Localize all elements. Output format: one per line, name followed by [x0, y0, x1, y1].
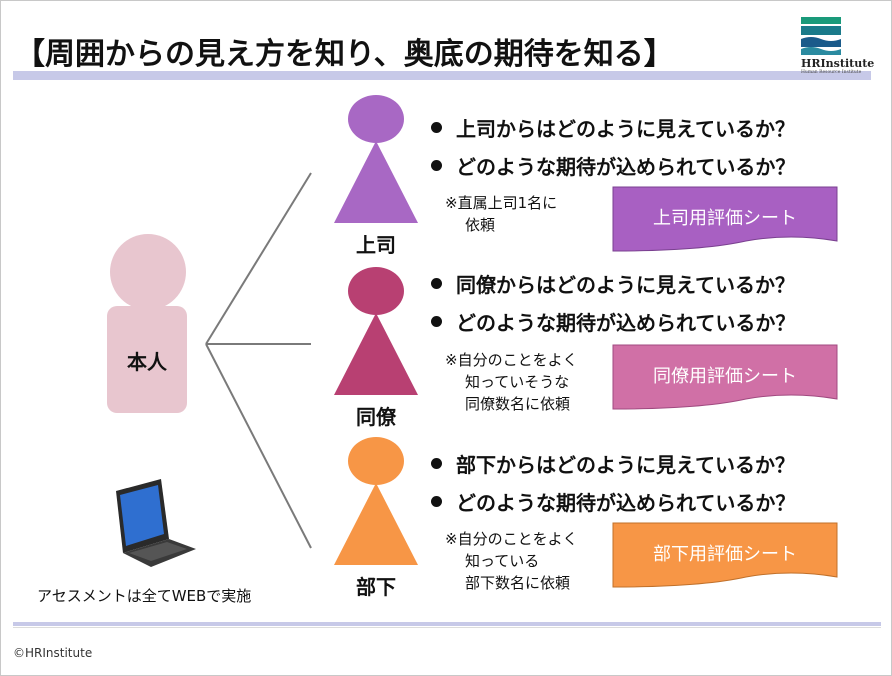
- boss-sheet-label: 上司用評価シート: [653, 208, 797, 229]
- self-label: 本人: [127, 350, 167, 374]
- sub-body-icon: [334, 483, 418, 565]
- role-label-peer: 同僚: [356, 405, 396, 429]
- boss-bullet-2: どのような期待が込められているか？: [431, 151, 795, 180]
- sub-note: ※自分のことをよく 知っている 部下数名に依頼: [445, 530, 578, 592]
- peer-sheet-label: 同僚用評価シート: [653, 366, 797, 387]
- footer-bar: [13, 622, 881, 626]
- connector-boss: [205, 172, 312, 345]
- peer-sheet-shape: [612, 344, 838, 410]
- boss-bullet-1: 上司からはどのように見えているか？: [431, 113, 795, 142]
- sub-sheet-shape: [612, 522, 838, 588]
- laptop-icon: [116, 479, 196, 567]
- logo-tagline: Human Resource Institute: [801, 70, 862, 75]
- peer-note: ※自分のことをよく 知っていそうな 同僚数名に依頼: [445, 351, 578, 413]
- boss-head-icon: [348, 95, 404, 143]
- sub-sheet-label: 部下用評価シート: [653, 544, 797, 565]
- slide-title: 【周囲からの見え方を知り、奥底の期待を知る】: [15, 37, 674, 72]
- bullet-dot-icon: [431, 496, 442, 507]
- bullet-dot-icon: [431, 160, 442, 171]
- logo-text: HRInstitute: [801, 57, 875, 70]
- sub-bullet-2: どのような期待が込められているか？: [431, 487, 795, 516]
- self-body-icon: [107, 306, 187, 413]
- hrinstitute-logo-icon: [801, 17, 841, 55]
- diagram-graphics: [107, 95, 838, 588]
- copyright-text: ©HRInstitute: [13, 646, 93, 660]
- peer-head-icon: [348, 267, 404, 315]
- role-label-sub: 部下: [356, 575, 396, 599]
- bullet-dot-icon: [431, 122, 442, 133]
- role-label-boss: 上司: [356, 233, 396, 257]
- sub-bullet-1: 部下からはどのように見えているか？: [431, 449, 795, 478]
- boss-note: ※直属上司1名に 依頼: [445, 194, 558, 234]
- boss-sheet-shape: [612, 186, 838, 252]
- peer-body-icon: [334, 313, 418, 395]
- assessment-note: アセスメントは全てWEBで実施: [37, 587, 252, 605]
- bullet-dot-icon: [431, 278, 442, 289]
- peer-bullet-2: どのような期待が込められているか？: [431, 307, 795, 336]
- bullet-dot-icon: [431, 458, 442, 469]
- sub-head-icon: [348, 437, 404, 485]
- footer-rule: [13, 627, 881, 628]
- title-underline-bar: [13, 71, 871, 80]
- bullet-dot-icon: [431, 316, 442, 327]
- self-head-icon: [110, 234, 186, 310]
- peer-bullet-1: 同僚からはどのように見えているか？: [431, 269, 795, 298]
- boss-body-icon: [334, 141, 418, 223]
- connector-sub: [205, 343, 312, 549]
